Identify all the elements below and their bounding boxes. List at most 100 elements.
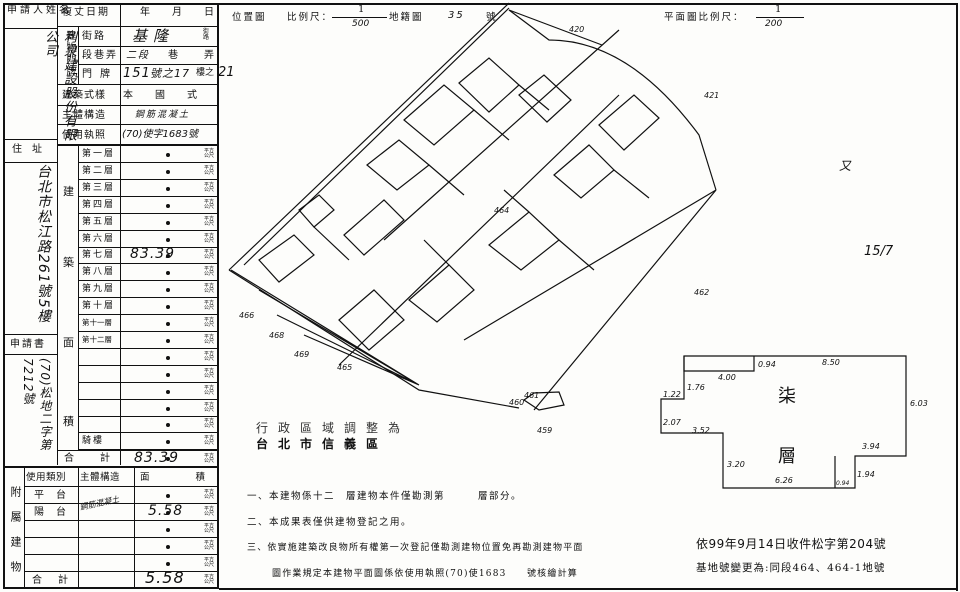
building-unit xyxy=(598,94,660,151)
application-value: (70)松地二字第7212號 xyxy=(21,358,52,452)
decimal-point xyxy=(166,356,170,360)
location-scale-numerator: 1 xyxy=(358,4,367,15)
area-unit: 平方公尺 xyxy=(204,233,215,244)
building-unit xyxy=(258,234,315,283)
decimal-point xyxy=(166,305,170,309)
divider xyxy=(57,84,218,85)
dimension-label: 2.07 xyxy=(663,418,682,427)
floor-label: 第十層 xyxy=(82,301,116,311)
decimal-point xyxy=(166,187,170,191)
floor-name-bottom: 層 xyxy=(778,446,796,467)
divider xyxy=(4,162,57,163)
building-unit xyxy=(518,74,572,123)
dimension-label: 6.26 xyxy=(775,476,793,485)
building-unit xyxy=(366,139,430,191)
receipt-stamp-line-2: 基地號變更為:同段464、464-1地號 xyxy=(696,562,886,574)
divider xyxy=(78,416,218,417)
floor-plan-scale-label: 平面圖比例尺： xyxy=(664,12,745,23)
number-suffix: 號之17 xyxy=(150,67,190,80)
dimension-label: 3.94 xyxy=(862,442,880,451)
main-structure-value: 鋼筋混凝土 xyxy=(135,110,191,120)
building-style-value: 本國式 xyxy=(123,90,219,101)
parcel-label: 460 xyxy=(509,398,524,407)
floor-area-row: 第十二層平方公尺 xyxy=(78,332,218,349)
floor-area-row: 第八層平方公尺 xyxy=(78,264,218,281)
use-permit-value: (70)使字1683號 xyxy=(122,129,198,140)
boundary-line xyxy=(230,269,420,386)
divider xyxy=(24,503,218,504)
note-3: 三、依實施建築改良物所有權第一次登記僅勘測建物位置免再勘測建物平面 xyxy=(247,543,584,553)
parcel-label: 459 xyxy=(537,426,552,435)
decimal-point xyxy=(166,322,170,326)
application-label: 申請書 xyxy=(10,339,46,350)
divider xyxy=(24,486,218,487)
area-side-label: 積 xyxy=(63,415,76,428)
divider xyxy=(78,348,218,349)
divider xyxy=(78,64,218,65)
divider xyxy=(78,196,218,197)
floor-area-row: 平方公尺 xyxy=(78,383,218,400)
divider xyxy=(134,468,135,588)
applicant-name-value: 利泉建設股份有限公司 xyxy=(42,30,76,142)
divider xyxy=(24,520,218,521)
address-value: 台北市松江路261號5樓 xyxy=(35,164,51,324)
parcel-label: 462 xyxy=(694,288,709,297)
dimension-label: 3.52 xyxy=(692,426,710,435)
dimension-label: 1.76 xyxy=(687,383,705,392)
decimal-point xyxy=(166,511,170,515)
form-table xyxy=(3,3,219,589)
area-side-label: 築 xyxy=(63,256,76,269)
divider xyxy=(57,4,58,465)
street-label: 街路 xyxy=(82,31,106,42)
divider xyxy=(78,365,218,366)
floor-area-row: 第四層平方公尺 xyxy=(78,197,218,214)
divider xyxy=(57,450,218,451)
accessory-row: 平方公尺 xyxy=(24,555,218,572)
use-permit-label: 使用執照 xyxy=(62,130,106,141)
address-label: 住址 xyxy=(12,144,52,155)
area-unit: 平方公尺 xyxy=(204,385,215,396)
district-line-1: 行政區域調整為 xyxy=(256,421,411,435)
building-unit xyxy=(488,211,560,271)
survey-month-unit: 月 xyxy=(172,7,184,18)
divider xyxy=(78,331,218,332)
area-unit: 平方公尺 xyxy=(204,182,215,193)
floor-area-row: 第三層平方公尺 xyxy=(78,180,218,197)
floor-label: 第四層 xyxy=(82,200,116,210)
section-value: 二段 xyxy=(126,50,150,61)
divider xyxy=(78,449,218,450)
accessory-area: 5.58 xyxy=(148,504,183,518)
accessory-row: 平台平方公尺 xyxy=(24,487,218,504)
decimal-point xyxy=(166,494,170,498)
alley-unit: 弄 xyxy=(204,50,216,61)
building-unit xyxy=(553,144,615,199)
building-unit xyxy=(458,57,520,113)
decimal-point xyxy=(166,528,170,532)
section-label: 段巷弄 xyxy=(82,50,118,61)
applicant-name-label: 申請人姓名 xyxy=(7,5,72,16)
area-unit: 平方公尺 xyxy=(204,249,215,260)
area-unit: 平方公尺 xyxy=(204,351,215,362)
divider xyxy=(78,247,218,248)
decimal-point xyxy=(166,221,170,225)
map-sheet-label: 地籍圖 xyxy=(389,12,424,23)
divider xyxy=(78,162,218,163)
divider xyxy=(78,230,218,231)
floor-plan-drawing: 0.94 8.50 4.00 1.22 1.76 6.03 2.07 3.52 … xyxy=(660,355,928,489)
decimal-point xyxy=(166,204,170,208)
area-unit: 平方公尺 xyxy=(204,540,215,551)
map-sheet-suffix: 號 xyxy=(486,12,498,23)
floor-plan-scale-numerator: 1 xyxy=(775,4,784,15)
decimal-point xyxy=(166,373,170,377)
decimal-point xyxy=(166,170,170,174)
floor-area-row: 第十層平方公尺 xyxy=(78,298,218,315)
dimension-label: 0.94 xyxy=(758,360,776,369)
floor-area-row: 平方公尺 xyxy=(78,349,218,366)
accessory-row: 平方公尺 xyxy=(24,538,218,555)
fraction-bar xyxy=(756,17,804,18)
divider xyxy=(78,382,218,383)
location-map-drawing: 420 421 464 462 466 468 469 465 460 461 … xyxy=(228,2,894,435)
area-unit: 平方公尺 xyxy=(204,283,215,294)
